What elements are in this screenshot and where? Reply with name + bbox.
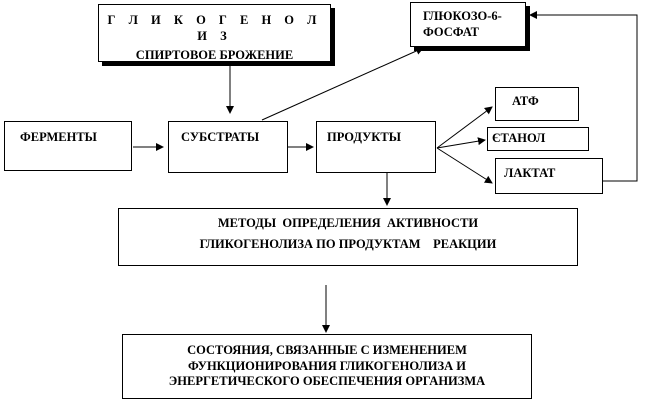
node-conditions-line2: ФУНКЦИОНИРОВАНИЯ ГЛИКОГЕНОЛИЗА И [187,358,467,373]
node-conditions-line1: СОСТОЯНИЯ, СВЯЗАННЫЕ С ИЗМЕНЕНИЕМ [187,343,467,357]
node-methods: МЕТОДЫ ОПРЕДЕЛЕНИЯ АКТИВНОСТИ ГЛИКОГЕНОЛ… [118,208,578,266]
arrow-products-to-ethanol [436,137,486,149]
node-lactate-label: ЛАКТАТ [504,166,556,180]
node-products: ПРОДУКТЫ [316,121,436,173]
node-methods-line1: МЕТОДЫ ОПРЕДЕЛЕНИЯ АКТИВНОСТИ [217,216,479,230]
node-glycogenolysis: Г Л И К О Г Е Н О Л И З СПИРТОВОЕ БРОЖЕН… [98,4,331,62]
node-ethanol-label: ЄТАНОЛ [492,131,546,145]
node-enzymes: ФЕРМЕНТЫ [4,121,132,171]
node-glucose6p-line2: ФОСФАТ [423,24,480,39]
arrow-products-to-lactate [436,147,493,184]
node-methods-line2: ГЛИКОГЕНОЛИЗА ПО ПРОДУКТАМ РЕАКЦИИ [199,236,497,251]
node-lactate: ЛАКТАТ [495,158,603,194]
node-products-label: ПРОДУКТЫ [327,130,401,144]
arrow-lactate-to-glucose6p [529,11,638,182]
node-glucose6p-line1: ГЛЮКОЗО-6- [423,9,502,23]
node-substrates: СУБСТРАТЫ [168,121,288,173]
arrow-substrates-to-glucose6p [261,47,424,121]
arrow-products-to-atp [436,106,493,149]
node-enzymes-label: ФЕРМЕНТЫ [20,130,97,144]
node-conditions: СОСТОЯНИЯ, СВЯЗАННЫЕ С ИЗМЕНЕНИЕМ ФУНКЦИ… [122,334,532,399]
node-ethanol: ЄТАНОЛ [487,127,589,151]
node-glycogenolysis-line2: СПИРТОВОЕ БРОЖЕНИЕ [135,48,294,63]
node-glycogenolysis-line1: Г Л И К О Г Е Н О Л И З [107,13,322,43]
node-atp: АТФ [495,87,579,121]
node-conditions-line3: ЭНЕРГЕТИЧЕСКОГО ОБЕСПЕЧЕНИЯ ОРГАНИЗМА [168,374,486,389]
node-atp-label: АТФ [512,94,539,108]
node-glucose6p: ГЛЮКОЗО-6- ФОСФАТ [410,2,526,47]
node-substrates-label: СУБСТРАТЫ [181,130,260,144]
